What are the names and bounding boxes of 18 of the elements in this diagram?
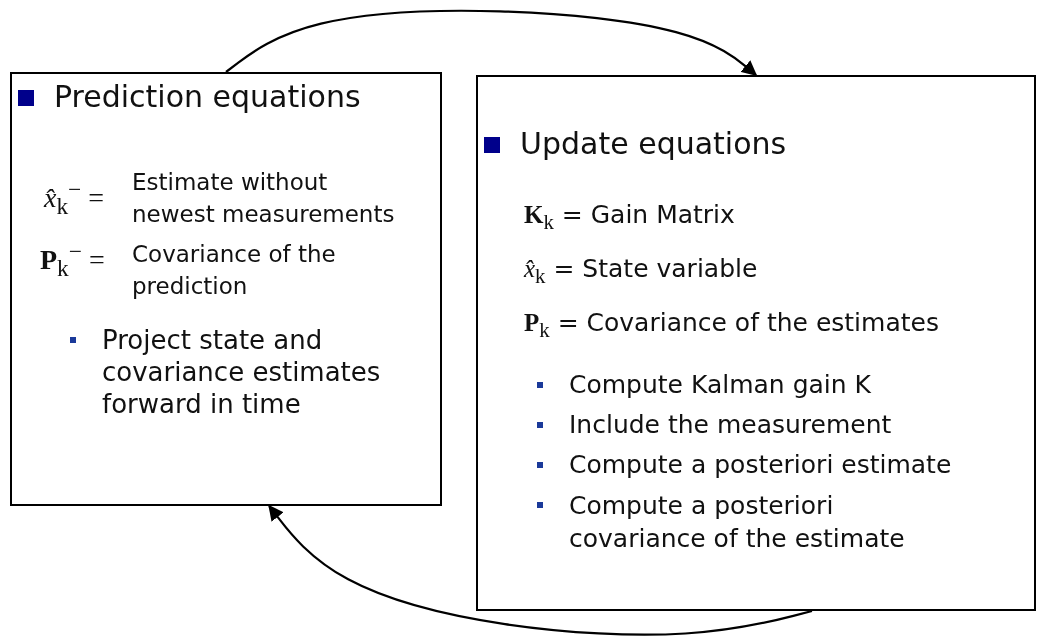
list-item-text: Include the measurement [569, 409, 893, 441]
definition-text: Estimate without newest measurements [132, 168, 396, 229]
math-symbol: x̂$_{k}$$^{−}$ = [44, 175, 106, 221]
text-panel [476, 75, 1036, 611]
heading: Update equations [520, 125, 788, 163]
list-item-text: Project state and covariance estimates forward in time [102, 324, 382, 420]
arrow [225, 9, 758, 76]
definition-text: Covariance of the prediction [132, 240, 337, 301]
heading: Prediction equations [54, 78, 362, 116]
equation-text: x̂$_{k}$ = State variable [524, 253, 759, 290]
equation-text: P$_{k}$ = Covariance of the estimates [524, 307, 940, 344]
list-item-text: Compute a posteriori estimate [569, 449, 953, 481]
text-panel [10, 72, 442, 506]
list-item-text: Compute Kalman gain K [569, 369, 872, 401]
equation-text: K$_{k}$ = Gain Matrix [524, 199, 736, 236]
math-symbol: P$_{k}$$^{−}$ = [40, 237, 106, 283]
arrow [268, 504, 813, 636]
list-item-text: Compute a posteriori covariance of the estimate [569, 490, 906, 555]
